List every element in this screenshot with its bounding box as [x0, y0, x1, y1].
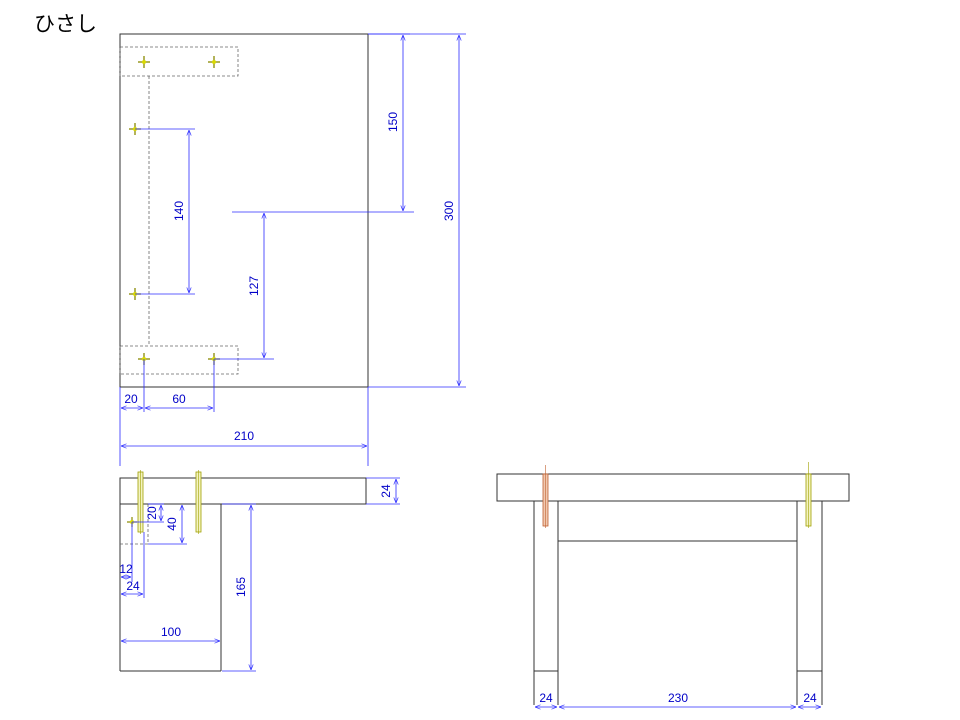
dim-label-150: 150 [386, 112, 400, 132]
dim-label-front-24-right: 24 [803, 691, 817, 705]
roof-panel-outline [119, 33, 369, 388]
dim-label-side-20: 20 [145, 506, 159, 520]
dim-label-side-165: 165 [234, 577, 248, 597]
page-title: ひさし [34, 12, 97, 36]
dim-label-210: 210 [234, 429, 254, 443]
front-dimensions: 24 230 24 [535, 691, 821, 707]
dim-label-side-40: 40 [165, 517, 179, 531]
side-roof-board [119, 477, 367, 505]
bottom-bracket [119, 345, 239, 375]
dim-label-front-230: 230 [668, 691, 688, 705]
screw-icon [542, 465, 549, 528]
dim-label-side-24b: 24 [126, 579, 140, 593]
plan-view [119, 33, 369, 388]
screw-icon [137, 470, 144, 534]
dim-label-side-12: 12 [119, 562, 133, 576]
front-left-post [533, 500, 559, 672]
front-screws [542, 462, 812, 528]
plan-dimensions: 150 300 140 127 20 60 210 [119, 33, 466, 466]
front-view [496, 473, 850, 705]
dim-label-front-24-left: 24 [539, 691, 553, 705]
screw-icon [805, 462, 812, 528]
dim-label-140: 140 [172, 201, 186, 221]
side-dimensions: 24 20 40 12 24 165 100 [119, 477, 400, 672]
screw-icon [208, 56, 220, 68]
dim-label-60: 60 [172, 392, 186, 406]
dim-label-127: 127 [247, 276, 261, 296]
top-bracket [119, 46, 239, 77]
dim-label-20: 20 [124, 392, 138, 406]
side-screws [127, 470, 202, 534]
side-view [119, 477, 367, 672]
screw-icon [138, 56, 150, 68]
screw-icon [195, 470, 202, 534]
dim-label-side-100: 100 [161, 625, 181, 639]
dim-label-side-24: 24 [379, 484, 393, 498]
front-right-post [796, 500, 823, 672]
front-roof-board [496, 473, 850, 502]
dim-label-300: 300 [442, 201, 456, 221]
